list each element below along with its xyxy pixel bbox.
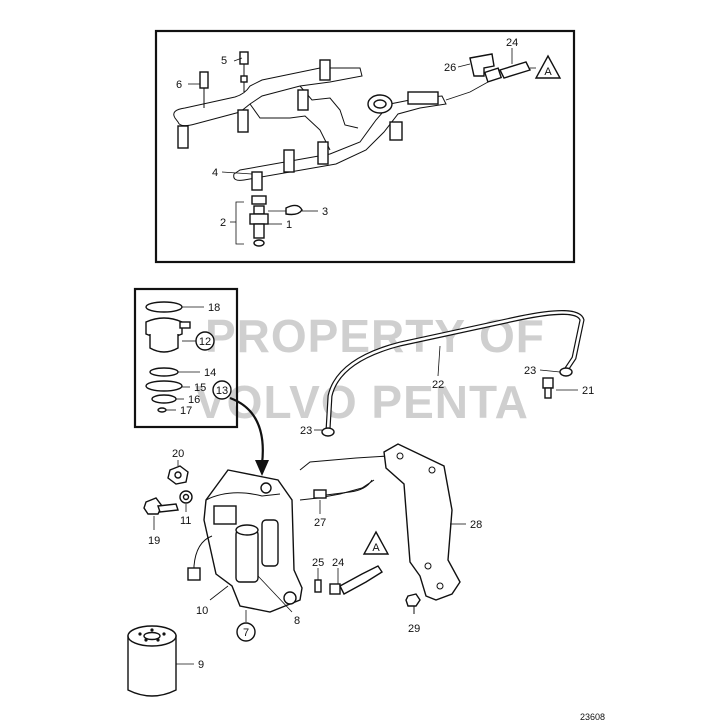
part-25-clip bbox=[314, 579, 322, 593]
callout-21: 21 bbox=[582, 385, 594, 397]
part-6-valve bbox=[199, 71, 209, 108]
part-24-hose-top bbox=[483, 61, 531, 83]
callout-14: 14 bbox=[204, 367, 216, 379]
callout-3: 3 bbox=[322, 206, 328, 218]
drawing-number: 23608 bbox=[580, 712, 605, 722]
callout-15: 15 bbox=[194, 382, 206, 394]
rail-stub-1 bbox=[177, 125, 189, 149]
regulator-inset-parts bbox=[145, 301, 191, 413]
part-26-clip bbox=[469, 53, 495, 77]
callout-27: 27 bbox=[314, 517, 326, 529]
arrow-head bbox=[255, 460, 269, 476]
part-11-bushing bbox=[179, 490, 193, 504]
callout-23-left: 23 bbox=[300, 425, 312, 437]
rail-stub-6 bbox=[317, 141, 329, 165]
rail-stub-5 bbox=[283, 149, 295, 173]
part-9-filter bbox=[127, 625, 177, 697]
regulator-inset-frame bbox=[133, 287, 239, 429]
rail-stub-3 bbox=[297, 89, 309, 111]
rail-stub-2 bbox=[237, 109, 249, 133]
callout-18: 18 bbox=[208, 302, 220, 314]
ref-marker-top bbox=[534, 54, 562, 79]
rail-stub-4 bbox=[319, 59, 331, 81]
rail-fitting bbox=[407, 91, 439, 105]
callout-13-circle bbox=[212, 380, 232, 400]
callout-8: 8 bbox=[294, 615, 300, 627]
part-23-clamp-left bbox=[321, 427, 335, 437]
callout-1: 1 bbox=[286, 219, 292, 231]
fuel-module bbox=[187, 455, 389, 613]
part-5-screw bbox=[239, 51, 249, 92]
ref-marker-bottom-label: A bbox=[372, 542, 380, 554]
callout-2: 2 bbox=[220, 217, 226, 229]
callout-26: 26 bbox=[444, 62, 456, 74]
pressure-regulator-cap bbox=[373, 99, 387, 109]
callout-17: 17 bbox=[180, 405, 192, 417]
callout-7: 7 bbox=[243, 627, 249, 639]
part-15-oring bbox=[145, 380, 183, 392]
part-24-hose-bottom bbox=[329, 565, 383, 595]
part-23-clamp-right bbox=[559, 367, 573, 377]
ref-marker-bottom bbox=[362, 530, 390, 555]
rail-stub-7 bbox=[251, 171, 263, 191]
callout-11: 11 bbox=[180, 515, 191, 527]
fuel-rail-frame bbox=[154, 29, 576, 264]
callout-22: 22 bbox=[432, 379, 444, 391]
fuel-rail bbox=[173, 59, 489, 191]
callout-16: 16 bbox=[188, 394, 200, 406]
ref-marker-top-label: A bbox=[544, 66, 552, 78]
part-16-oring bbox=[151, 394, 177, 404]
callout-20: 20 bbox=[172, 448, 184, 460]
callout-10: 10 bbox=[196, 605, 208, 617]
callout-19: 19 bbox=[148, 535, 160, 547]
injector-assembly bbox=[249, 195, 303, 247]
callout-5: 5 bbox=[221, 55, 227, 67]
part-18-ring bbox=[145, 301, 183, 313]
part-29-bolt bbox=[405, 593, 421, 614]
part-27-wire bbox=[317, 479, 373, 497]
callout-24-bottom: 24 bbox=[332, 557, 344, 569]
part-27-sensor bbox=[313, 489, 327, 499]
callout-12: 12 bbox=[199, 336, 211, 348]
part-14-oring bbox=[149, 367, 179, 377]
callout-13: 13 bbox=[216, 385, 228, 397]
callout-29: 29 bbox=[408, 623, 420, 635]
callout-28: 28 bbox=[470, 519, 482, 531]
part-20-nut bbox=[167, 465, 189, 485]
part-3-clip bbox=[285, 204, 303, 216]
callout-4: 4 bbox=[212, 167, 218, 179]
callout-12-circle bbox=[195, 331, 215, 351]
part-21-fitting bbox=[542, 377, 554, 399]
callout-24-top: 24 bbox=[506, 37, 518, 49]
callout-25: 25 bbox=[312, 557, 324, 569]
callout-7-circle bbox=[236, 622, 256, 642]
part-28-bracket bbox=[383, 443, 461, 601]
rail-bracket bbox=[389, 121, 403, 141]
callout-6: 6 bbox=[176, 79, 182, 91]
fuel-pump bbox=[235, 529, 259, 583]
callout-9: 9 bbox=[198, 659, 204, 671]
arrow-curve bbox=[229, 396, 264, 465]
callout-23-right: 23 bbox=[524, 365, 536, 377]
part-19-bolt bbox=[143, 497, 179, 515]
part-17-seal bbox=[157, 407, 167, 413]
watermark-line2: VOLVO PENTA bbox=[195, 376, 529, 428]
